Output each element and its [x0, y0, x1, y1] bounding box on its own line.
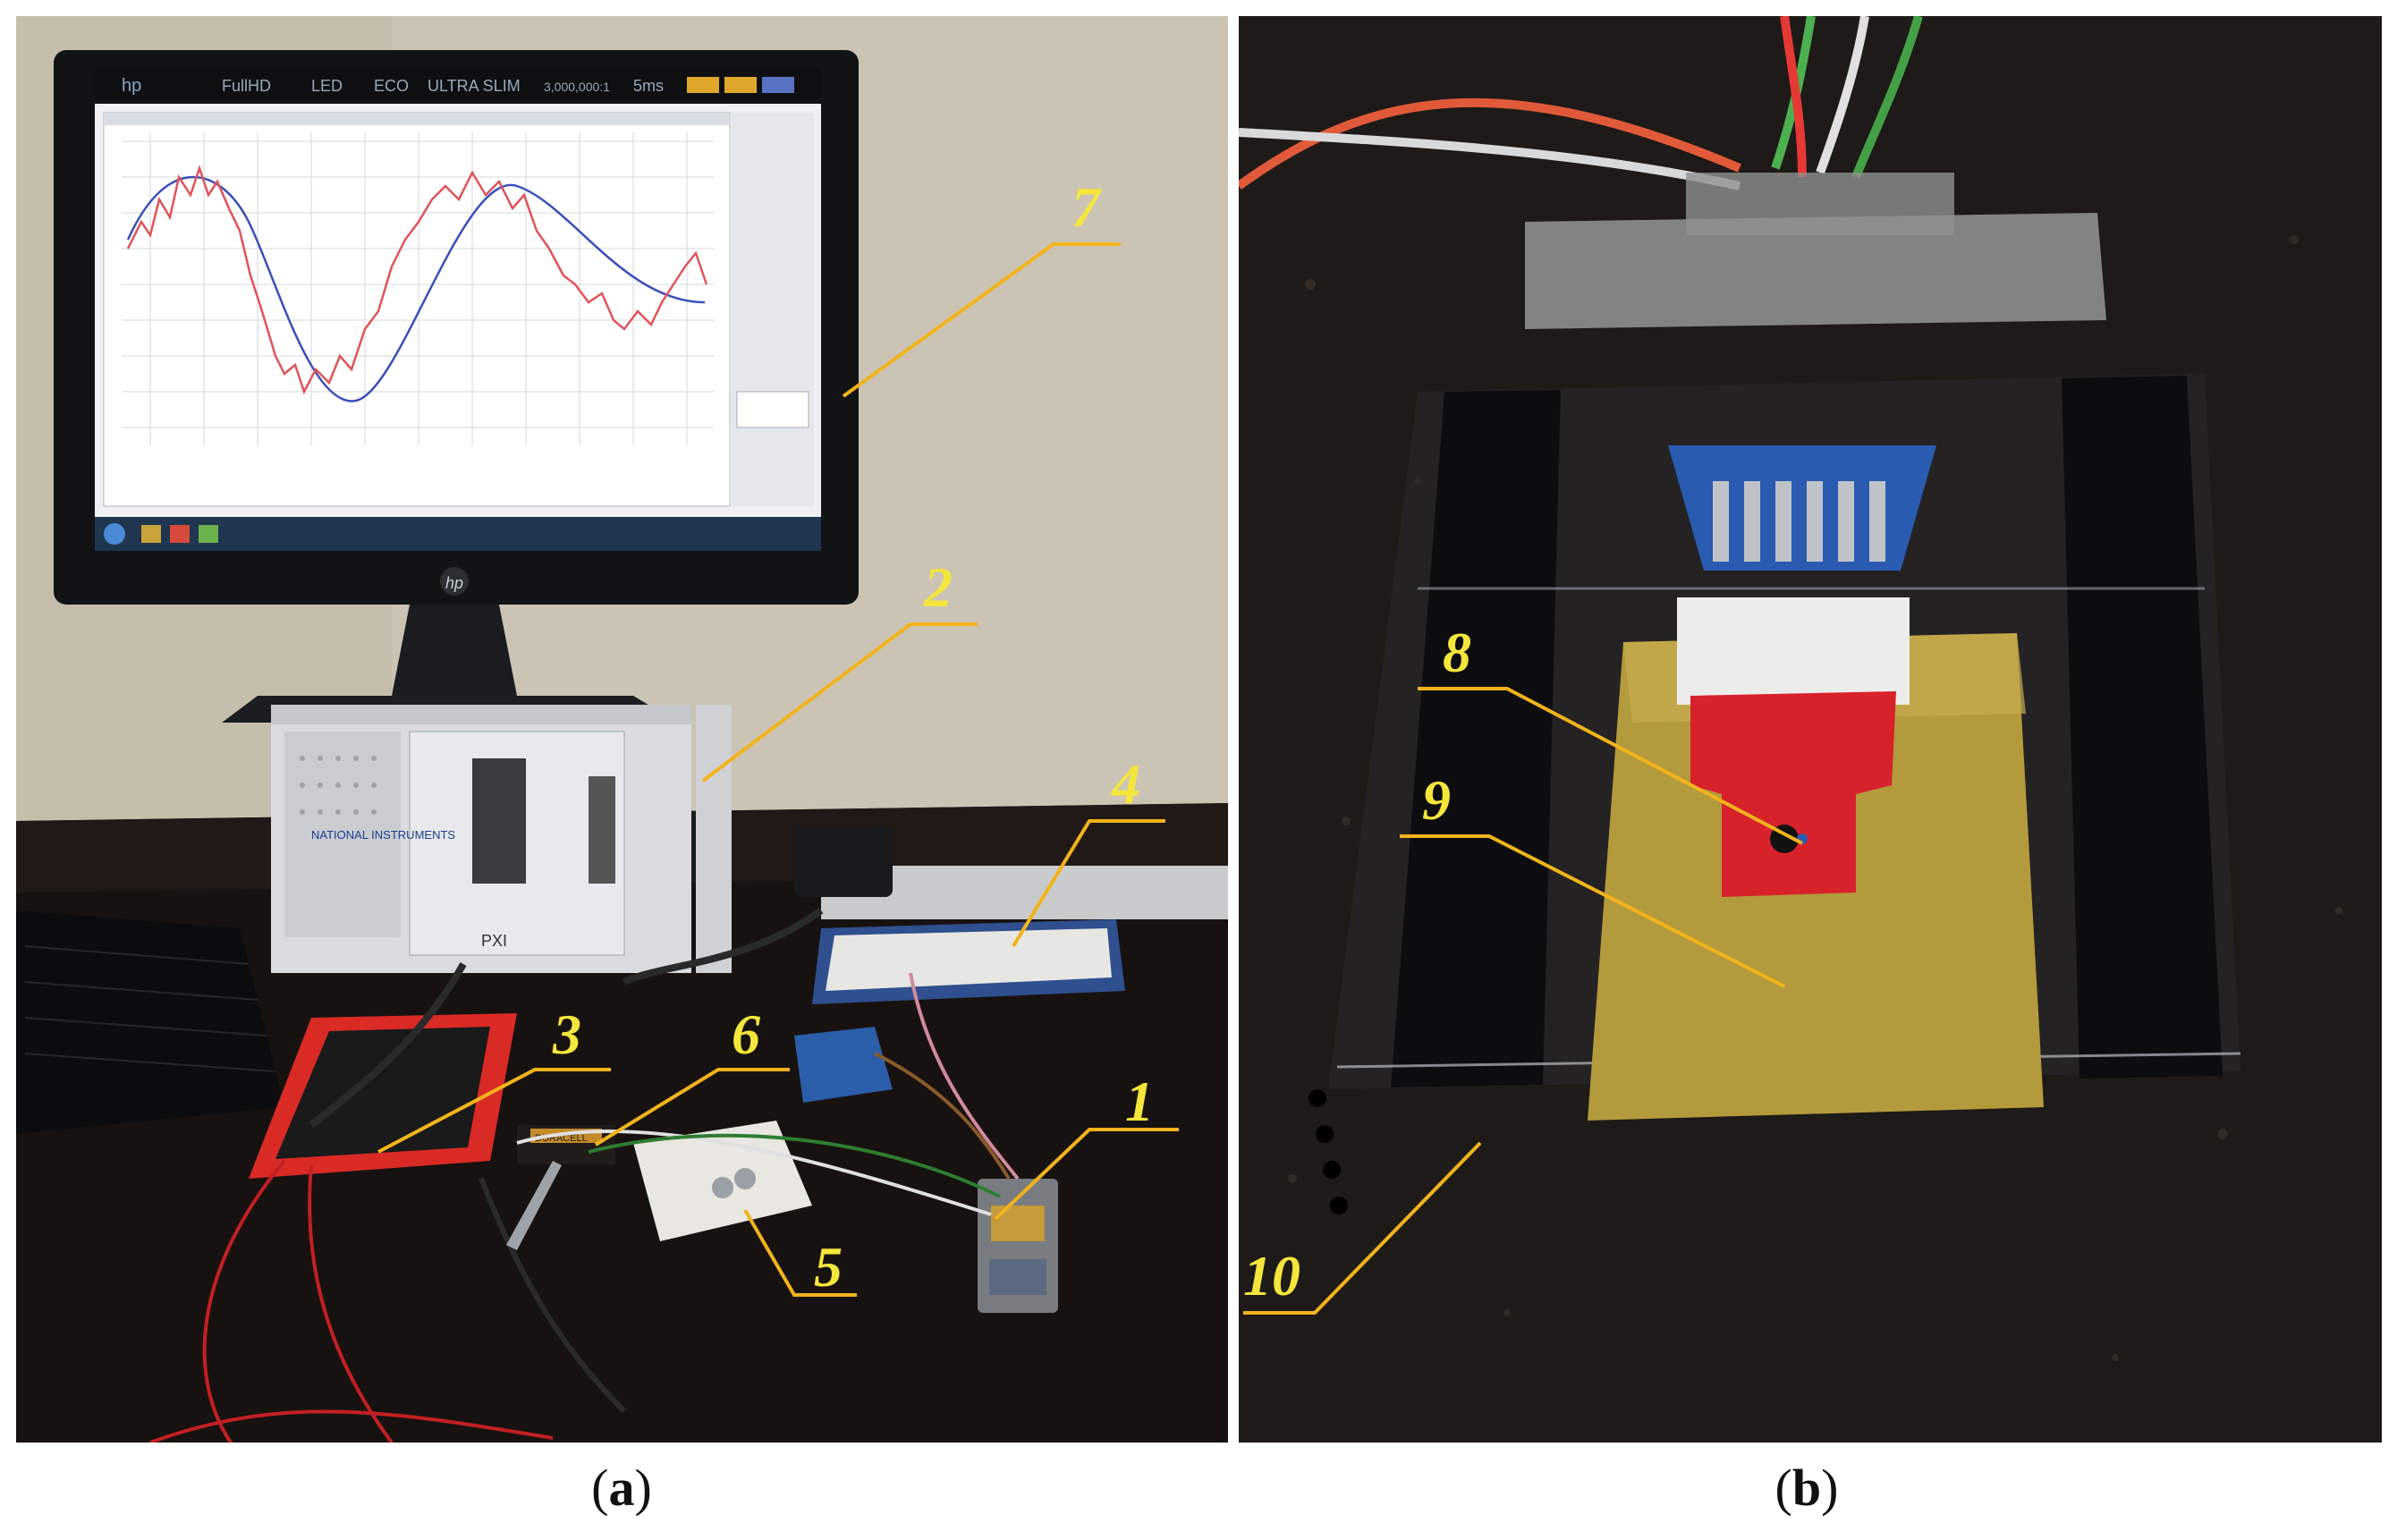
callout-number-10: 10 — [1243, 1244, 1300, 1307]
chassis-vendor-label: NATIONAL INSTRUMENTS — [311, 828, 455, 842]
callout-leader-9 — [1400, 834, 1785, 988]
connector-flange — [1525, 213, 2106, 329]
dsub-connector — [1668, 445, 1936, 571]
red-pcb — [1690, 691, 1896, 897]
callout-leader-3 — [377, 1068, 611, 1154]
svg-text:FullHD: FullHD — [222, 77, 271, 95]
callout-number-8: 8 — [1443, 621, 1471, 684]
callout-leader-2 — [701, 622, 978, 783]
callout-number-7: 7 — [1071, 175, 1103, 239]
cables — [149, 907, 1020, 1443]
svg-text:ECO: ECO — [374, 77, 409, 95]
monitor: hp FullHD LED ECO ULTRA SLIM 3,000,000:1… — [54, 50, 859, 605]
monitor-stand — [392, 605, 517, 696]
sensor-enclosure-photo: 8 9 10 — [1239, 16, 2382, 1443]
callout-leader-1 — [994, 1128, 1179, 1221]
callout-number-3: 3 — [552, 1003, 581, 1066]
photo-panel-b: 8 9 10 — [1239, 16, 2382, 1443]
measured-signal-trace — [126, 165, 708, 395]
caption-a: (a) — [591, 1459, 652, 1517]
multimeter — [249, 1013, 517, 1179]
svg-text:ULTRA SLIM: ULTRA SLIM — [428, 77, 521, 95]
svg-text:3,000,000:1: 3,000,000:1 — [544, 80, 610, 94]
db-connector — [794, 1027, 893, 1103]
svg-text:LED: LED — [311, 77, 343, 95]
callout-number-9: 9 — [1422, 768, 1451, 832]
callout-leader-6 — [594, 1068, 790, 1147]
svg-text:hp: hp — [445, 574, 463, 592]
caption-b: (b) — [1774, 1459, 1839, 1517]
callout-number-2: 2 — [923, 555, 953, 619]
photo-panel-a: hp FullHD LED ECO ULTRA SLIM 3,000,000:1… — [16, 16, 1228, 1443]
callout-number-6: 6 — [732, 1003, 760, 1066]
reference-signal-trace — [126, 175, 706, 402]
pxi-chassis: NATIONAL INSTRUMENTS PXI — [271, 705, 732, 973]
callout-number-4: 4 — [1111, 752, 1140, 816]
lab-setup-photo: hp FullHD LED ECO ULTRA SLIM 3,000,000:1… — [16, 16, 1228, 1443]
chassis-model-label: PXI — [481, 932, 507, 950]
breadboard — [812, 919, 1125, 1004]
acrylic-enclosure — [1309, 374, 2241, 1214]
callouts-b: 8 9 10 — [1243, 621, 1803, 1315]
callout-leader-7 — [842, 242, 1121, 398]
callout-leader-5 — [743, 1208, 857, 1297]
callout-leader-10 — [1243, 1141, 1482, 1315]
callout-number-1: 1 — [1125, 1070, 1154, 1133]
callout-leader-4 — [1012, 819, 1165, 948]
svg-text:5ms: 5ms — [633, 77, 664, 95]
monitor-brand-badge: hp — [122, 76, 141, 96]
white-header — [1677, 597, 1910, 705]
callouts-a: 1 2 3 4 5 6 7 — [377, 175, 1179, 1299]
lead-wires — [1239, 16, 1923, 190]
sensor-module — [978, 1179, 1058, 1313]
callout-leader-8 — [1418, 687, 1803, 845]
callout-number-5: 5 — [814, 1235, 843, 1299]
keyboard — [16, 910, 284, 1134]
